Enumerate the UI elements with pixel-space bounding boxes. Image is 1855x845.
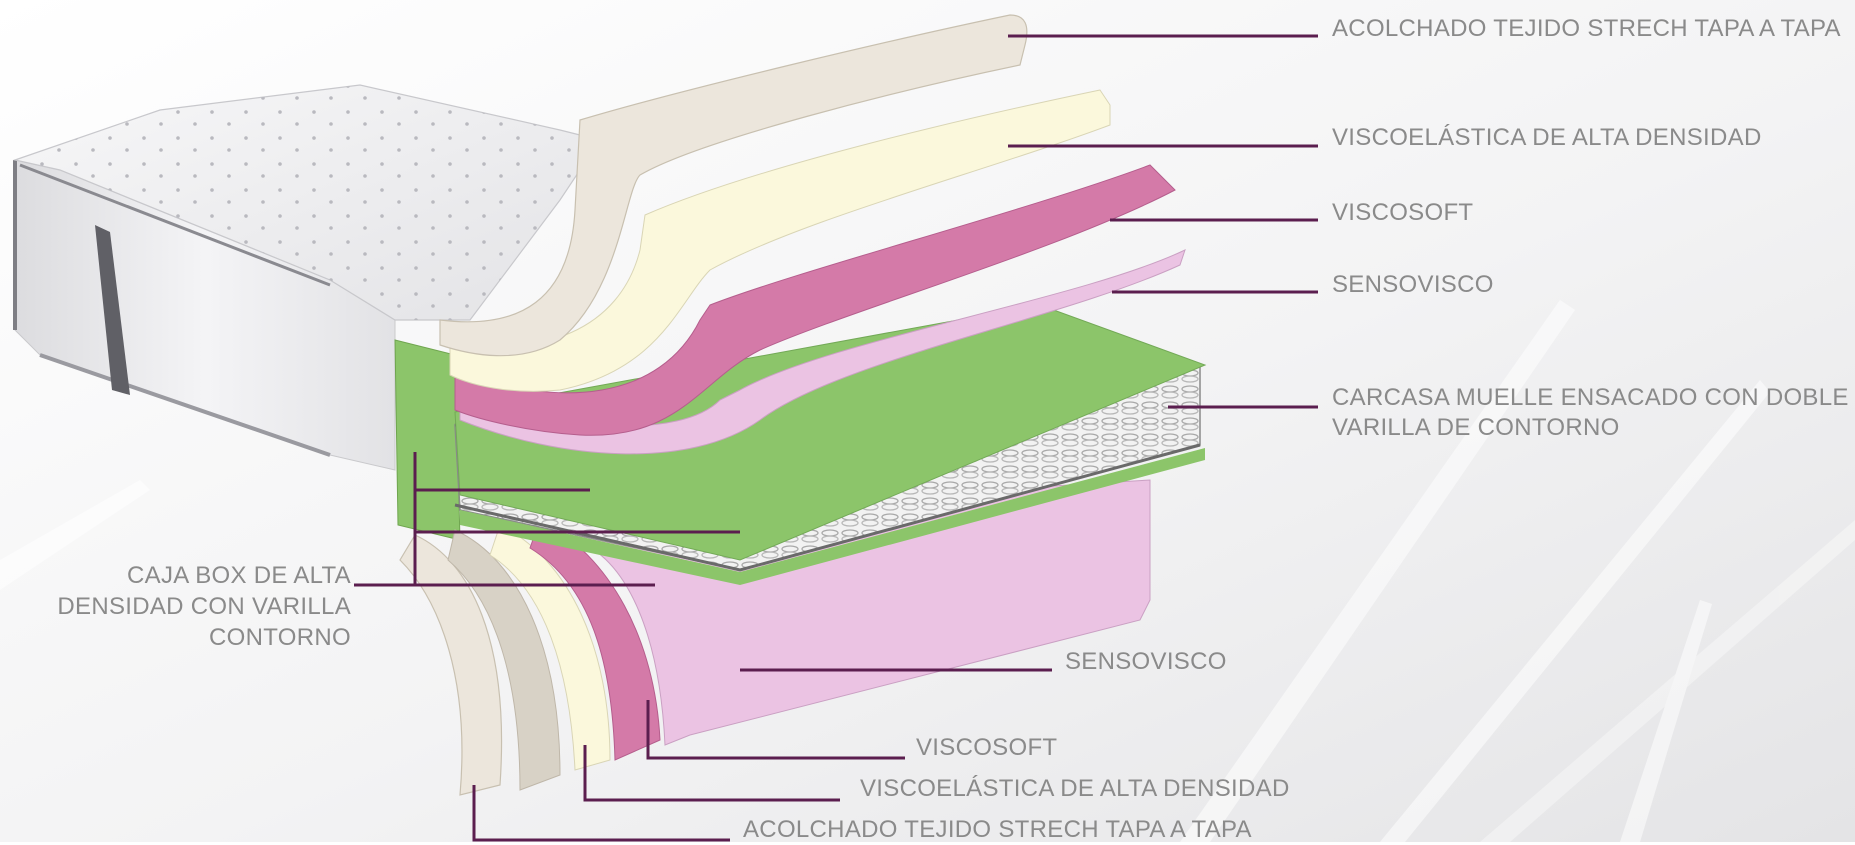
leader-lines	[354, 34, 1318, 842]
leader-bottom-viscoelastica	[583, 745, 840, 802]
leader-bottom-acolchado	[472, 785, 730, 842]
label-caja-line1: CAJA BOX DE ALTA	[127, 562, 351, 589]
label-bottom-viscoelastica: VISCOELÁSTICA DE ALTA DENSIDAD	[860, 775, 1290, 802]
label-carcasa-line2: VARILLA DE CONTORNO	[1332, 414, 1620, 441]
leader-caja-box	[354, 452, 740, 587]
background-light-streaks	[0, 300, 1855, 842]
label-top-viscosoft: VISCOSOFT	[1332, 199, 1474, 226]
label-caja-line2: DENSIDAD CON VARILLA	[57, 593, 351, 620]
label-top-acolchado: ACOLCHADO TEJIDO STRECH TAPA A TAPA	[1332, 15, 1841, 42]
label-bottom-sensovisco: SENSOVISCO	[1065, 648, 1227, 675]
label-bottom-acolchado: ACOLCHADO TEJIDO STRECH TAPA A TAPA	[743, 816, 1252, 843]
label-top-sensovisco: SENSOVISCO	[1332, 271, 1494, 298]
mattress-body	[12, 84, 601, 471]
label-bottom-viscosoft: VISCOSOFT	[916, 734, 1058, 761]
label-caja-line3: CONTORNO	[209, 624, 351, 651]
leader-bottom-viscosoft	[646, 700, 905, 760]
label-top-viscoelastica: VISCOELÁSTICA DE ALTA DENSIDAD	[1332, 124, 1762, 151]
label-carcasa-line1: CARCASA MUELLE ENSACADO CON DOBLE	[1332, 384, 1849, 411]
